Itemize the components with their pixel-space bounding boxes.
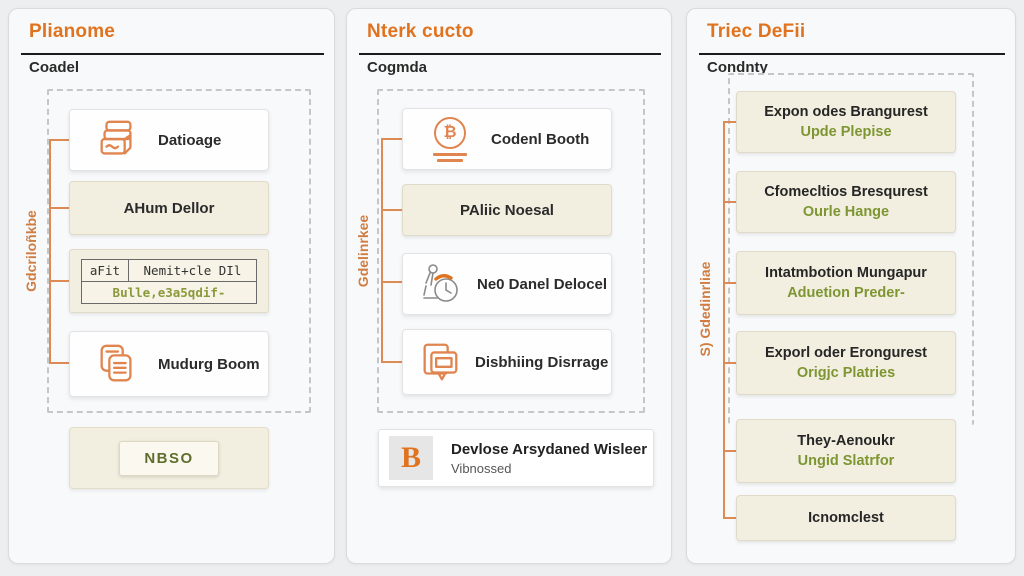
bitcoin-glyph: ₿ — [443, 123, 457, 141]
diagram-node: Mudurg Boom — [69, 331, 269, 397]
rotated-side-label: S) Gdedinrliae — [697, 261, 713, 357]
diagram-node: PAliic Noesal — [402, 184, 612, 236]
diagram-node: Icnomclest — [736, 495, 956, 541]
sketch-figure-icon — [417, 260, 465, 308]
footer-plate: NBSO — [69, 427, 269, 489]
connector-trunk — [49, 139, 51, 364]
node-title: Expon odes Brangurest — [764, 104, 928, 120]
title-underline — [359, 53, 661, 55]
connector-branch — [381, 281, 402, 283]
chip-badge: NBSO — [119, 440, 219, 476]
panel-subtitle: Coadel — [29, 59, 80, 76]
dashed-group-container — [728, 73, 974, 425]
connector-branch — [723, 201, 736, 203]
table-cell: aFit — [81, 259, 129, 282]
documents-icon — [94, 341, 140, 387]
title-underline — [21, 53, 324, 55]
brand-letter-logo: B — [389, 436, 433, 480]
node-label: Ne0 Danel Delocel — [477, 275, 608, 293]
panel-title: Triec DeFii — [707, 21, 806, 42]
diagram-node: Datioage — [69, 109, 269, 171]
connector-branch — [49, 207, 69, 209]
rotated-side-label: Gdelinrkee — [355, 214, 371, 288]
connector-branch — [49, 362, 69, 364]
node-subtitle: Aduetion Preder- — [787, 285, 905, 301]
node-label: Codenl Booth — [491, 130, 590, 148]
connector-trunk — [723, 121, 725, 519]
rotated-side-label: Gdcriloñkbe — [23, 210, 39, 292]
diagram-node: Disbhiing Disrrage — [402, 329, 612, 395]
diagram-node: Exporl oder Erongurest Origjc Platries — [736, 331, 956, 395]
connector-branch — [723, 362, 736, 364]
connector-branch — [723, 121, 736, 123]
table-value-cell: Bulle,e3a5qdif- — [81, 281, 257, 304]
connector-branch — [49, 280, 69, 282]
wallet-subtitle: Vibnossed — [451, 460, 512, 476]
connector-trunk — [381, 138, 383, 363]
title-underline — [699, 53, 1005, 55]
wallet-callout: B Devlose Arsydaned Wisleer Vibnossed — [378, 429, 654, 487]
connector-branch — [723, 450, 736, 452]
node-label: Datioage — [158, 131, 222, 149]
table-cell: Nemit+cle DIl — [127, 259, 258, 282]
node-title: Exporl oder Erongurest — [765, 345, 927, 361]
database-icon — [94, 117, 140, 163]
diagram-node: Ne0 Danel Delocel — [402, 253, 612, 315]
chat-document-icon — [417, 339, 463, 385]
node-label: Disbhiing Disrrage — [475, 353, 609, 371]
diagram-node: They-Aenoukr Ungid Slatrfor — [736, 419, 956, 483]
connector-branch — [49, 139, 69, 141]
node-title: Icnomclest — [808, 510, 884, 526]
node-subtitle: Ourle Hange — [802, 204, 890, 220]
connector-branch — [381, 361, 402, 363]
diagram-node: AHum Dellor — [69, 181, 269, 235]
panel-subtitle: Condnty — [707, 59, 768, 76]
node-title: Cfomecltios Bresqurest — [764, 184, 928, 200]
diagram-node: ₿ Codenl Booth — [402, 108, 612, 170]
diagram-node: Cfomecltios Bresqurest Ourle Hange — [736, 171, 956, 233]
node-subtitle: Ungid Slatrfor — [797, 453, 895, 469]
connector-branch — [723, 517, 736, 519]
node-label: PAliic Noesal — [460, 201, 554, 219]
diagram-table-node: aFit Nemit+cle DIl Bulle,e3a5qdif- — [69, 249, 269, 313]
mini-table: aFit Nemit+cle DIl Bulle,e3a5qdif- — [81, 259, 258, 304]
connector-branch — [381, 138, 402, 140]
panel-nterk-cucto: Nterk cucto Cogmda Gdelinrkee ₿ Codenl B… — [346, 8, 672, 564]
panel-plianome: Plianome Coadel Gdcriloñkbe Datioage AHu… — [8, 8, 335, 564]
panel-title: Plianome — [29, 21, 116, 42]
bitcoin-icon: ₿ — [427, 116, 473, 162]
panel-triec-defii: Triec DeFii Condnty S) Gdedinrliae Expon… — [686, 8, 1016, 564]
connector-branch — [381, 209, 402, 211]
node-title: Intatmbotion Mungapur — [765, 265, 927, 281]
panel-title: Nterk cucto — [367, 21, 474, 42]
node-subtitle: Origjc Platries — [796, 365, 896, 381]
node-label: Mudurg Boom — [158, 355, 260, 373]
node-subtitle: Upde Plepise — [800, 124, 892, 140]
panel-subtitle: Cogmda — [367, 59, 427, 76]
diagram-node: Expon odes Brangurest Upde Plepise — [736, 91, 956, 153]
connector-branch — [723, 282, 736, 284]
diagram-node: Intatmbotion Mungapur Aduetion Preder- — [736, 251, 956, 315]
wallet-title: Devlose Arsydaned Wisleer — [451, 440, 648, 458]
dashed-group-container — [377, 89, 645, 413]
node-label: AHum Dellor — [123, 199, 215, 217]
dashed-group-container — [47, 89, 311, 413]
node-title: They-Aenoukr — [797, 433, 895, 449]
